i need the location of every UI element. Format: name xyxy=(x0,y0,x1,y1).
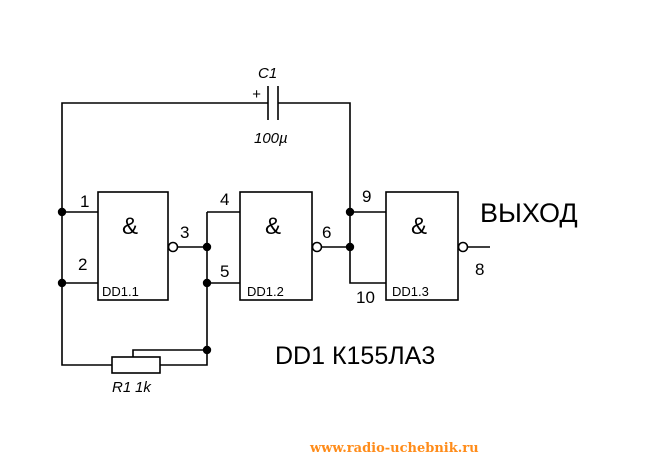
wire-capacitor-left xyxy=(61,102,246,212)
gate-dd1-2: & DD1.2 4 5 6 xyxy=(220,190,331,301)
wire-resistor-wiper xyxy=(132,349,207,357)
wire-node-6-rail xyxy=(349,212,386,284)
pin-label: 5 xyxy=(220,262,229,281)
pin-label: 2 xyxy=(78,255,87,274)
gate-name: DD1.3 xyxy=(392,284,429,299)
junction-dot xyxy=(345,242,355,252)
gate-dd1-1: & DD1.1 1 2 3 xyxy=(78,191,189,301)
pin-label: 4 xyxy=(220,190,229,209)
output-label: ВЫХОД xyxy=(480,198,578,228)
gate-symbol: & xyxy=(265,213,281,240)
gate-name: DD1.1 xyxy=(102,284,139,299)
gate-symbol: & xyxy=(411,213,427,240)
pin-label: 8 xyxy=(475,260,484,279)
chip-label: DD1 К155ЛА3 xyxy=(275,342,435,370)
gate-inversion-bubble xyxy=(311,241,323,253)
junction-dot xyxy=(202,242,212,252)
junctions xyxy=(57,207,355,355)
junction-dot xyxy=(202,278,212,288)
gate-dd1-3: & DD1.3 9 10 8 xyxy=(356,187,484,307)
capacitor-value: 100µ xyxy=(254,130,288,147)
capacitor-name: C1 xyxy=(258,65,277,82)
pin-label: 3 xyxy=(180,223,189,242)
gate-inversion-bubble xyxy=(167,241,179,253)
resistor-value: 1k xyxy=(135,379,152,396)
resistor-name: R1 xyxy=(112,379,131,396)
pin-label: 9 xyxy=(362,187,371,206)
resistor-r1: R1 1k xyxy=(111,356,161,396)
wire-left-rail xyxy=(61,212,112,366)
wire-capacitor-right xyxy=(300,102,351,212)
wire-resistor-right xyxy=(160,350,208,366)
pin-label: 10 xyxy=(356,288,375,307)
junction-dot xyxy=(57,207,67,217)
junction-dot xyxy=(57,278,67,288)
pin-label: 1 xyxy=(80,192,89,211)
gate-name: DD1.2 xyxy=(247,284,284,299)
capacitor-c1: C1 + 100µ xyxy=(246,65,300,147)
wires xyxy=(61,102,490,366)
resistor-body xyxy=(111,356,161,374)
junction-dot xyxy=(345,207,355,217)
gate-inversion-bubble xyxy=(457,241,469,253)
junction-dot xyxy=(202,345,212,355)
watermark: www.radio-uchebnik.ru xyxy=(309,441,479,456)
gate-body xyxy=(97,191,169,301)
gate-symbol: & xyxy=(122,213,138,240)
capacitor-polarity: + xyxy=(252,86,261,103)
pin-label: 6 xyxy=(322,223,331,242)
